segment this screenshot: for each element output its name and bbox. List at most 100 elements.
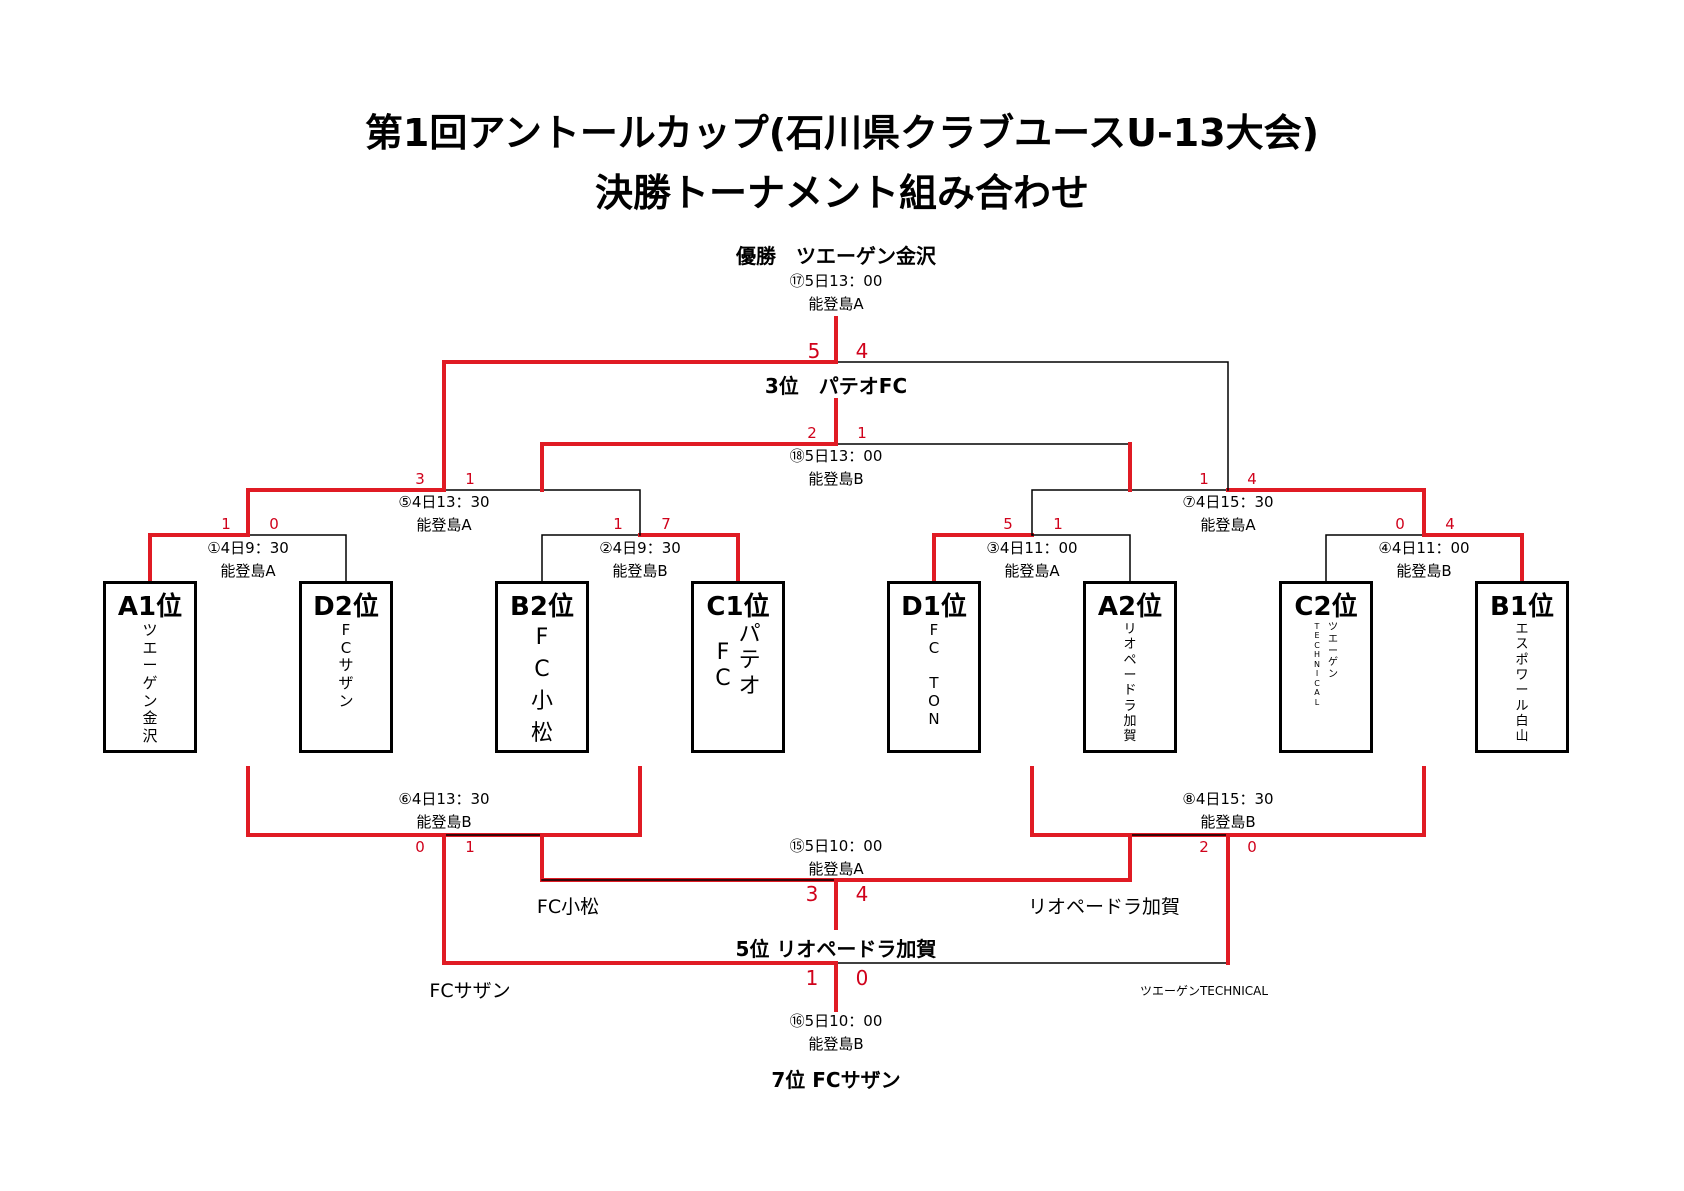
team-seed: D2位 — [313, 592, 379, 622]
m16-info: ⑯5日10：00 能登島B — [790, 1010, 883, 1056]
m3-score-left: 5 — [1003, 515, 1013, 533]
team-name-char: リ — [1123, 622, 1137, 637]
m18-info: ⑱5日13：00 能登島B — [790, 445, 883, 491]
team-name-char: A — [1314, 688, 1320, 698]
m17-score-right: 4 — [855, 339, 869, 363]
team-name-char: ン — [1328, 669, 1338, 681]
team-name-char: C — [534, 656, 550, 682]
team-name-char — [932, 657, 937, 675]
m1-venue: 能登島A — [220, 562, 276, 580]
team-name-char: F — [341, 621, 351, 639]
team-name-char: 加 — [1123, 713, 1137, 729]
m18-winner-line — [540, 442, 838, 492]
team-name-char: オ — [1123, 637, 1137, 653]
team-name-char: ツ — [1328, 622, 1338, 633]
title-line-1: 第1回アントールカップ(石川県クラブユースU-13大会) — [364, 111, 1320, 155]
m1-loser-line — [247, 534, 347, 582]
team-name-char: C — [340, 638, 352, 657]
team-seed: A1位 — [117, 592, 183, 622]
m2-winner-line — [638, 533, 740, 583]
m17-loser-line — [835, 361, 1229, 491]
m7-winner-line — [1226, 488, 1426, 537]
team-name: ツエーゲン金沢 — [110, 621, 190, 745]
team-name-char: F — [535, 625, 549, 650]
m15-time: ⑮5日10：00 — [789, 837, 883, 855]
m6-time: ⑥4日13：30 — [398, 790, 490, 808]
m7-loser-line — [1031, 489, 1229, 536]
team-name-char: C — [1314, 640, 1320, 650]
m16-left-line — [442, 833, 838, 965]
m1-info: ①4日9：30 能登島A — [207, 537, 289, 583]
m15-score-left: 3 — [805, 882, 819, 906]
m6-info: ⑥4日13：30 能登島B — [398, 788, 489, 834]
m7-score-right: 4 — [1247, 470, 1257, 488]
team-seed: D1位 — [901, 592, 967, 622]
m4-venue: 能登島B — [1396, 562, 1452, 580]
m15-venue: 能登島A — [808, 860, 864, 878]
team-name-char: サ — [338, 656, 354, 675]
m18-time: ⑱5日13：00 — [789, 447, 883, 465]
third-place-label: 3位 パテオFC — [764, 374, 908, 398]
team-name-char: F — [929, 621, 939, 639]
m5-venue: 能登島A — [416, 516, 472, 534]
m2-score-right: 7 — [661, 515, 671, 533]
m1-score-right: 0 — [269, 515, 279, 533]
team-name-char: ス — [1515, 637, 1529, 653]
team-name-char: エ — [142, 638, 158, 657]
team-name-char: ポ — [1515, 652, 1529, 668]
team-name-char: 白 — [1515, 713, 1529, 729]
m4-loser-line — [1325, 534, 1425, 582]
team-name-column: パテオ — [739, 622, 761, 700]
m2-info: ②4日9：30 能登島B — [599, 537, 681, 583]
m3-time: ③4日11：00 — [986, 539, 1078, 557]
m17-venue: 能登島A — [808, 295, 864, 313]
fifth-place-label: 5位 リオペードラ加賀 — [735, 937, 937, 961]
m16-venue: 能登島B — [808, 1035, 864, 1053]
team-name-char: ワ — [1515, 667, 1529, 683]
m8-venue: 能登島B — [1200, 813, 1256, 831]
team-name-char: ゲ — [1328, 657, 1338, 669]
team-name-char: ゲ — [142, 674, 158, 693]
team-name-char: 山 — [1515, 729, 1529, 745]
m7-venue: 能登島A — [1200, 516, 1256, 534]
m8-info: ⑧4日15：30 能登島B — [1182, 788, 1273, 834]
team-name-char: ラ — [1123, 698, 1137, 714]
m1-score-left: 1 — [221, 515, 231, 533]
m1-winner-line — [148, 533, 250, 583]
team-name-char: ー — [1123, 667, 1137, 683]
m8-score-right: 0 — [1247, 838, 1257, 856]
team-name-char: C — [715, 665, 731, 691]
title-line-2: 決勝トーナメント組み合わせ — [594, 171, 1089, 215]
team-name-char: テ — [738, 647, 761, 673]
team-name-char: 賀 — [1123, 729, 1137, 745]
team-name-column: エスポワール白山 — [1515, 622, 1528, 745]
team-name-char: L — [1314, 697, 1320, 707]
team-name-char: I — [1315, 669, 1319, 679]
m3-info: ③4日11：00 能登島A — [986, 537, 1077, 583]
m15-score-right: 4 — [855, 882, 869, 906]
m15-right-line — [834, 833, 1132, 882]
team-name-char: ド — [1123, 683, 1137, 699]
label-rio-kaga: リオペードラ加賀 — [1027, 896, 1181, 918]
m5-time: ⑤4日13：30 — [398, 493, 490, 511]
m18-score-left: 2 — [807, 424, 817, 442]
team-box: A1位ツエーゲン金沢 — [103, 581, 197, 753]
m5-winner-line — [246, 488, 446, 537]
m1-time: ①4日9：30 — [207, 539, 289, 557]
m7-time: ⑦4日15：30 — [1182, 493, 1274, 511]
team-seed: B1位 — [1490, 592, 1554, 622]
team-name-char: パ — [738, 622, 761, 647]
team-seed: C2位 — [1294, 592, 1358, 622]
m18-score-right: 1 — [857, 424, 867, 442]
